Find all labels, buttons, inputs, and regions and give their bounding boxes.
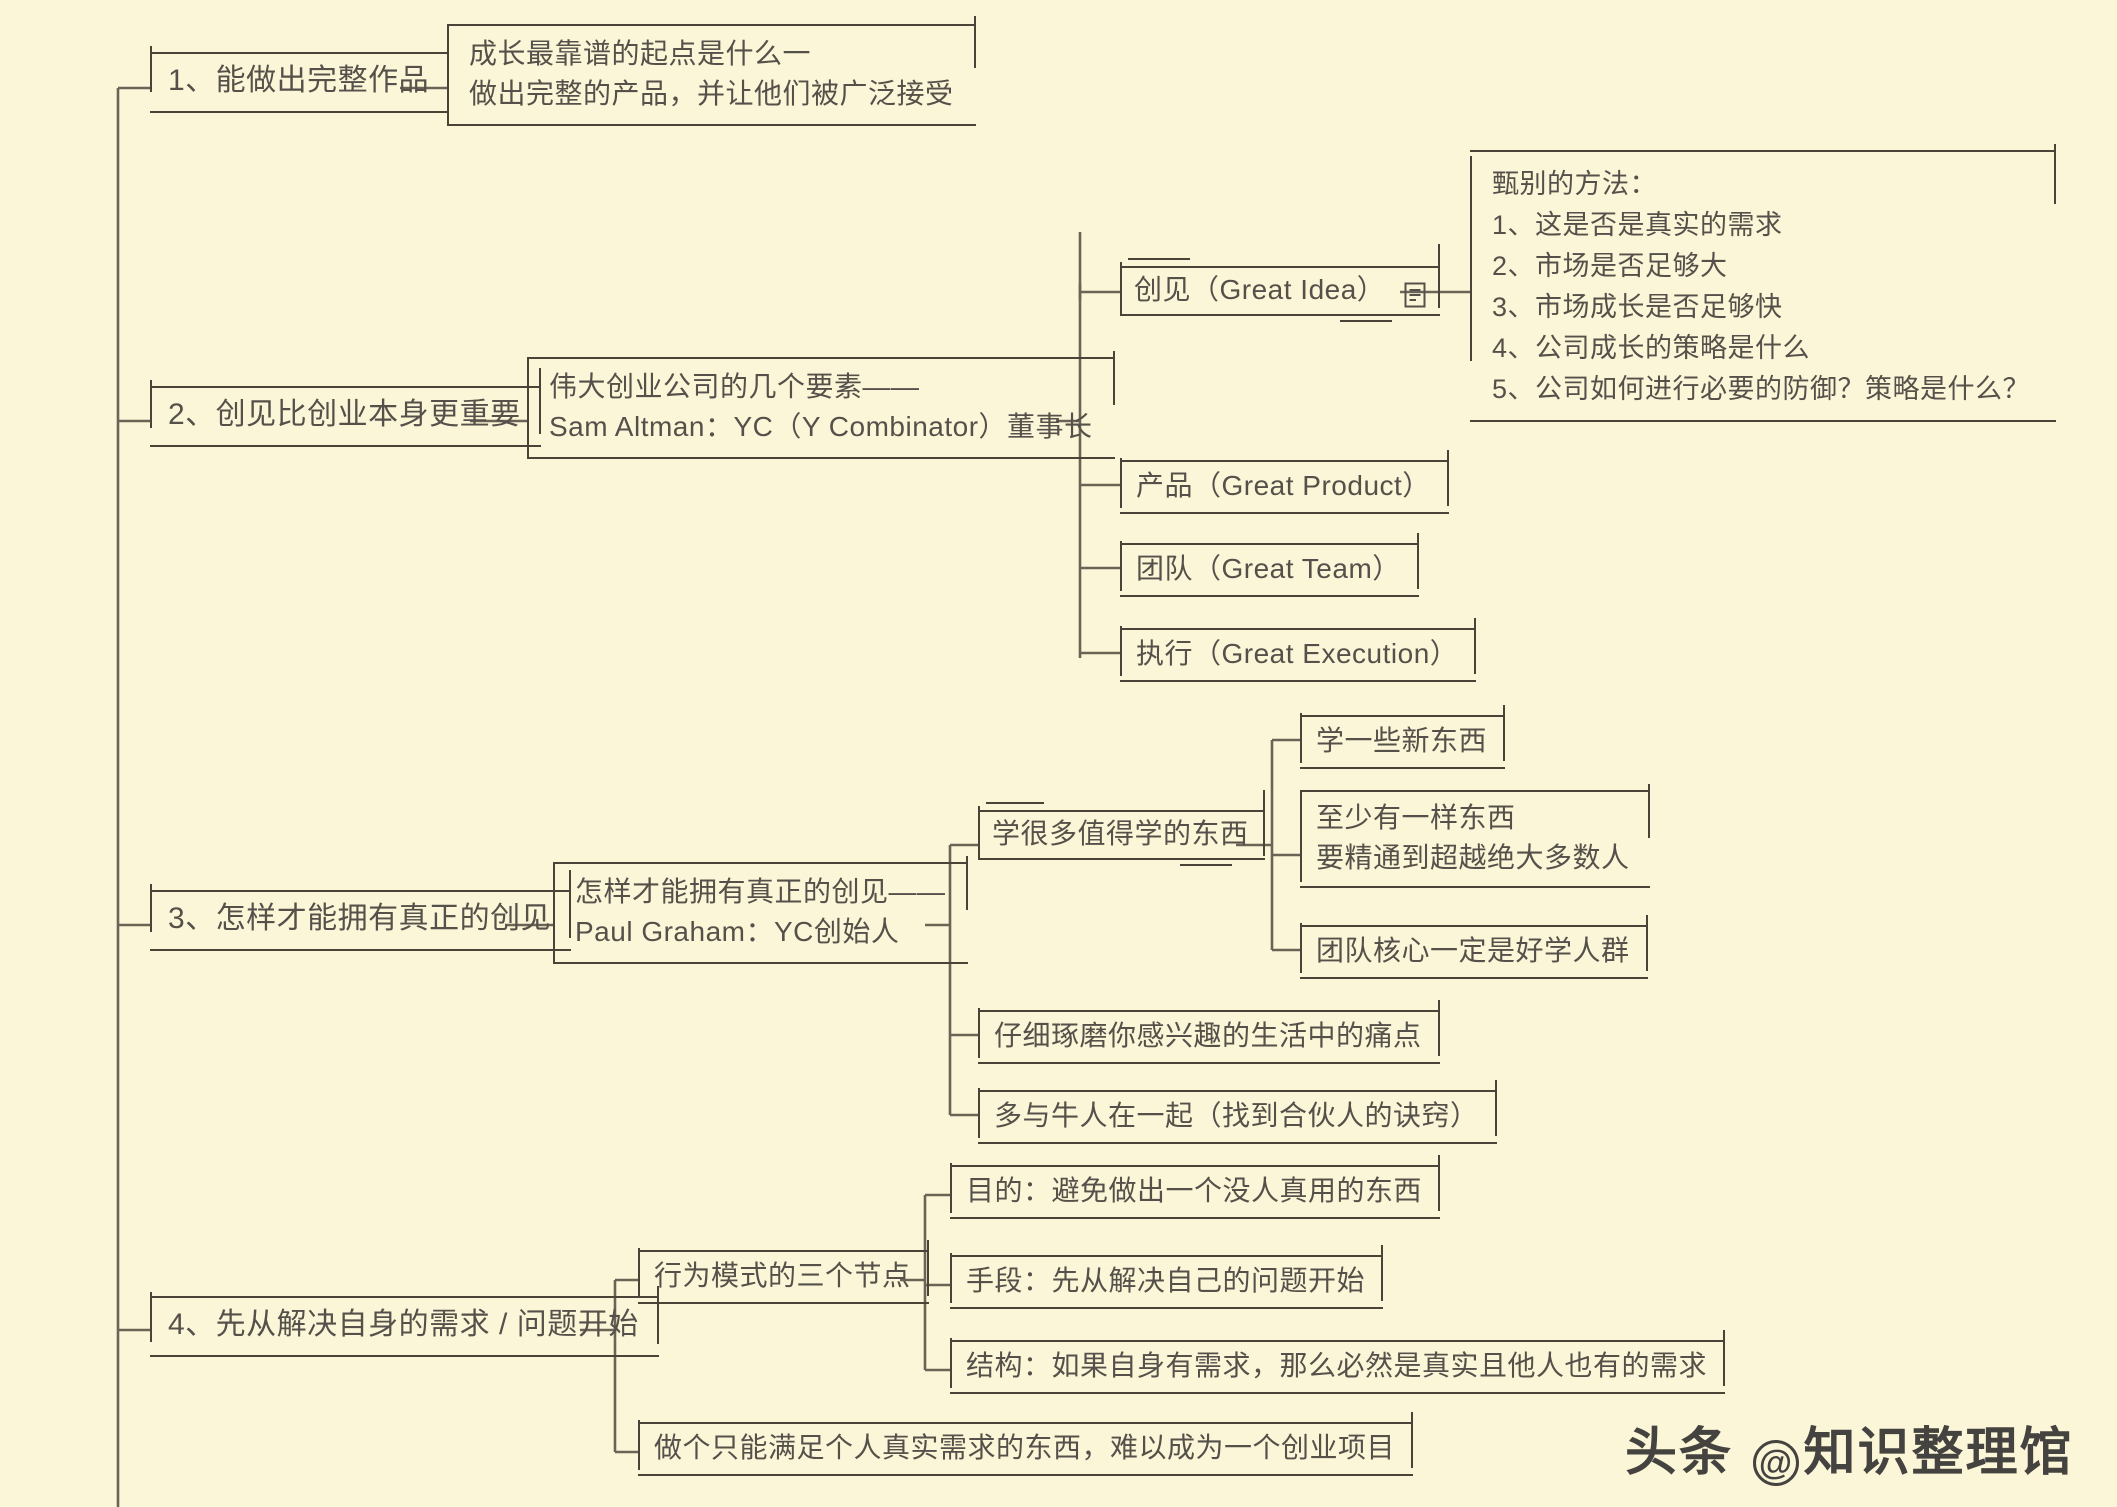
node-great-idea-label: 创见（Great Idea） <box>1134 274 1386 305</box>
node-great-team[interactable]: 团队（Great Team） <box>1120 533 1419 597</box>
node-purpose-label: 目的：避免做出一个没人真用的东西 <box>966 1175 1423 1206</box>
branch-2[interactable]: 2、创见比创业本身更重要 <box>150 368 541 447</box>
branch-4[interactable]: 4、先从解决自身的需求 / 问题开始 <box>150 1286 659 1357</box>
node-team-core-learners[interactable]: 团队核心一定是好学人群 <box>1300 915 1648 979</box>
node-personal-need-limit[interactable]: 做个只能满足个人真实需求的东西，难以成为一个创业项目 <box>638 1412 1414 1476</box>
branch-3-detail[interactable]: 怎样才能拥有真正的创见—— Paul Graham：YC创始人 <box>553 856 968 964</box>
watermark-prefix: 头条 <box>1625 1424 1734 1482</box>
node-be-with-talents[interactable]: 多与牛人在一起（找到合伙人的诀窍） <box>978 1080 1497 1144</box>
node-great-team-label: 团队（Great Team） <box>1136 553 1401 584</box>
node-learn-many-things-rule <box>986 802 1044 804</box>
node-master-one-thing-line-2: 要精通到超越绝大多数人 <box>1316 841 1630 873</box>
branch-4-label: 4、先从解决自身的需求 / 问题开始 <box>168 1308 639 1341</box>
node-method-label: 手段：先从解决自己的问题开始 <box>966 1265 1366 1296</box>
node-learn-new-things[interactable]: 学一些新东西 <box>1300 705 1506 769</box>
branch-3-label: 3、怎样才能拥有真正的创见 <box>168 902 552 935</box>
node-master-one-thing-line-1: 至少有一样东西 <box>1316 802 1516 833</box>
branch-3[interactable]: 3、怎样才能拥有真正的创见 <box>150 870 572 951</box>
node-team-core-learners-label: 团队核心一定是好学人群 <box>1316 935 1630 966</box>
watermark-name: 知识整理馆 <box>1803 1424 2074 1482</box>
node-great-idea-rule <box>1128 258 1190 260</box>
node-great-idea-rule-bottom <box>1340 320 1392 322</box>
idea-criteria-item-3: 3、市场成长是否足够快 <box>1492 292 1783 323</box>
idea-criteria-item-2: 2、市场是否足够大 <box>1492 251 1728 282</box>
node-great-execution-label: 执行（Great Execution） <box>1136 638 1459 669</box>
idea-criteria-box[interactable]: 甄别的方法： 1、这是否是真实的需求 2、市场是否足够大 3、市场成长是否足够快… <box>1470 144 2057 423</box>
branch-1[interactable]: 1、能做出完整作品 <box>150 34 450 113</box>
node-pain-points[interactable]: 仔细琢磨你感兴趣的生活中的痛点 <box>978 1000 1440 1064</box>
node-great-execution[interactable]: 执行（Great Execution） <box>1120 618 1477 682</box>
note-icon <box>1404 282 1426 308</box>
watermark: 头条 @知识整理馆 <box>1625 1410 2073 1486</box>
idea-criteria-item-1: 1、这是否是真实的需求 <box>1492 210 1783 241</box>
branch-3-detail-line-1: 怎样才能拥有真正的创见—— <box>575 876 946 907</box>
node-behavior-three-nodes-label: 行为模式的三个节点 <box>654 1260 911 1291</box>
branch-2-detail[interactable]: 伟大创业公司的几个要素—— Sam Altman：YC（Y Combinator… <box>527 351 1115 459</box>
node-method[interactable]: 手段：先从解决自己的问题开始 <box>950 1245 1384 1309</box>
node-structure[interactable]: 结构：如果自身有需求，那么必然是真实且他人也有的需求 <box>950 1330 1726 1394</box>
node-be-with-talents-label: 多与牛人在一起（找到合伙人的诀窍） <box>994 1100 1479 1131</box>
branch-1-detail-line-2: 做出完整的产品，并让他们被广泛接受 <box>469 77 954 109</box>
idea-criteria-item-4: 4、公司成长的策略是什么 <box>1492 333 1811 364</box>
branch-2-detail-line-2: Sam Altman：YC（Y Combinator）董事长 <box>549 410 1093 442</box>
idea-criteria-item-5: 5、公司如何进行必要的防御？策略是什么？ <box>1492 374 2031 405</box>
branch-1-label: 1、能做出完整作品 <box>168 64 430 97</box>
node-great-product[interactable]: 产品（Great Product） <box>1120 450 1449 514</box>
branch-3-detail-line-2: Paul Graham：YC创始人 <box>575 915 900 947</box>
branch-1-detail-line-1: 成长最靠谱的起点是什么一 <box>469 38 812 69</box>
node-learn-new-things-label: 学一些新东西 <box>1316 725 1488 756</box>
idea-criteria-title: 甄别的方法： <box>1492 169 1657 199</box>
node-structure-label: 结构：如果自身有需求，那么必然是真实且他人也有的需求 <box>966 1350 1708 1381</box>
branch-1-detail[interactable]: 成长最靠谱的起点是什么一 做出完整的产品，并让他们被广泛接受 <box>447 16 976 126</box>
node-master-one-thing[interactable]: 至少有一样东西 要精通到超越绝大多数人 <box>1300 784 1650 888</box>
node-learn-many-things-label: 学很多值得学的东西 <box>992 818 1249 849</box>
node-learn-many-things-rule-bottom <box>1180 864 1232 866</box>
node-purpose[interactable]: 目的：避免做出一个没人真用的东西 <box>950 1155 1441 1219</box>
node-pain-points-label: 仔细琢磨你感兴趣的生活中的痛点 <box>994 1020 1422 1051</box>
node-great-idea[interactable]: 创见（Great Idea） <box>1120 244 1441 316</box>
node-behavior-three-nodes[interactable]: 行为模式的三个节点 <box>638 1240 929 1304</box>
branch-2-label: 2、创见比创业本身更重要 <box>168 398 521 431</box>
branch-2-detail-line-1: 伟大创业公司的几个要素—— <box>549 371 920 402</box>
watermark-at-icon: @ <box>1753 1440 1800 1486</box>
node-personal-need-limit-label: 做个只能满足个人真实需求的东西，难以成为一个创业项目 <box>654 1432 1396 1463</box>
node-learn-many-things[interactable]: 学很多值得学的东西 <box>978 790 1265 860</box>
node-great-product-label: 产品（Great Product） <box>1136 470 1431 501</box>
